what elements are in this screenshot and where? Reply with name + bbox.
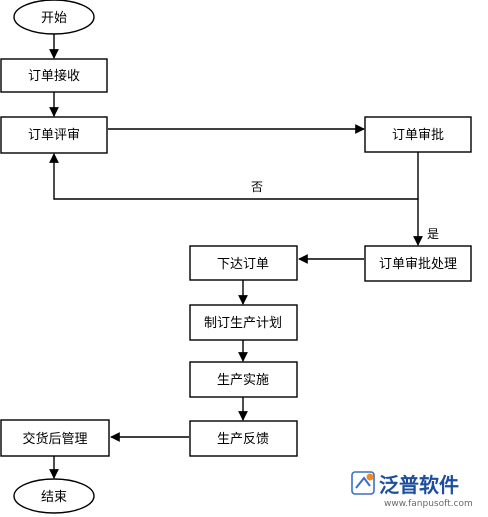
edge-label-no: 否 [251, 180, 263, 194]
node-approve-process-label: 订单审批处理 [379, 257, 457, 272]
node-make-plan: 制订生产计划 [189, 304, 298, 341]
node-end-label: 结束 [41, 490, 67, 505]
node-after-delivery-label: 交货后管理 [22, 431, 87, 447]
node-make-plan-label: 制订生产计划 [204, 316, 282, 331]
node-start: 开始 [13, 0, 95, 35]
brand-url: www.fanpusoft.com [384, 499, 473, 509]
watermark-logo: 泛普软件 www.fanpusoft.com [351, 471, 473, 509]
node-order-approve: 订单审批 [364, 116, 472, 153]
node-order-review: 订单评审 [0, 116, 108, 154]
edge-approve-reject-to-review [49, 152, 419, 200]
node-production: 生产实施 [189, 361, 298, 398]
node-feedback-label: 生产反馈 [217, 432, 269, 447]
connectors [49, 34, 423, 479]
node-start-label: 开始 [41, 11, 67, 26]
node-issue-order-label: 下达订单 [217, 257, 269, 272]
brand-name: 泛普软件 [379, 473, 459, 497]
node-order-receive: 订单接收 [0, 58, 108, 93]
brand-icon [351, 471, 375, 495]
node-issue-order: 下达订单 [189, 245, 298, 281]
node-production-label: 生产实施 [217, 373, 269, 388]
node-order-review-label: 订单评审 [28, 128, 80, 143]
node-end: 结束 [13, 478, 95, 514]
node-after-delivery: 交货后管理 [0, 419, 110, 457]
node-feedback: 生产反馈 [189, 420, 298, 457]
node-approve-process: 订单审批处理 [364, 245, 472, 282]
node-order-approve-label: 订单审批 [392, 128, 444, 143]
edge-label-yes: 是 [427, 227, 439, 241]
node-order-receive-label: 订单接收 [28, 68, 80, 84]
